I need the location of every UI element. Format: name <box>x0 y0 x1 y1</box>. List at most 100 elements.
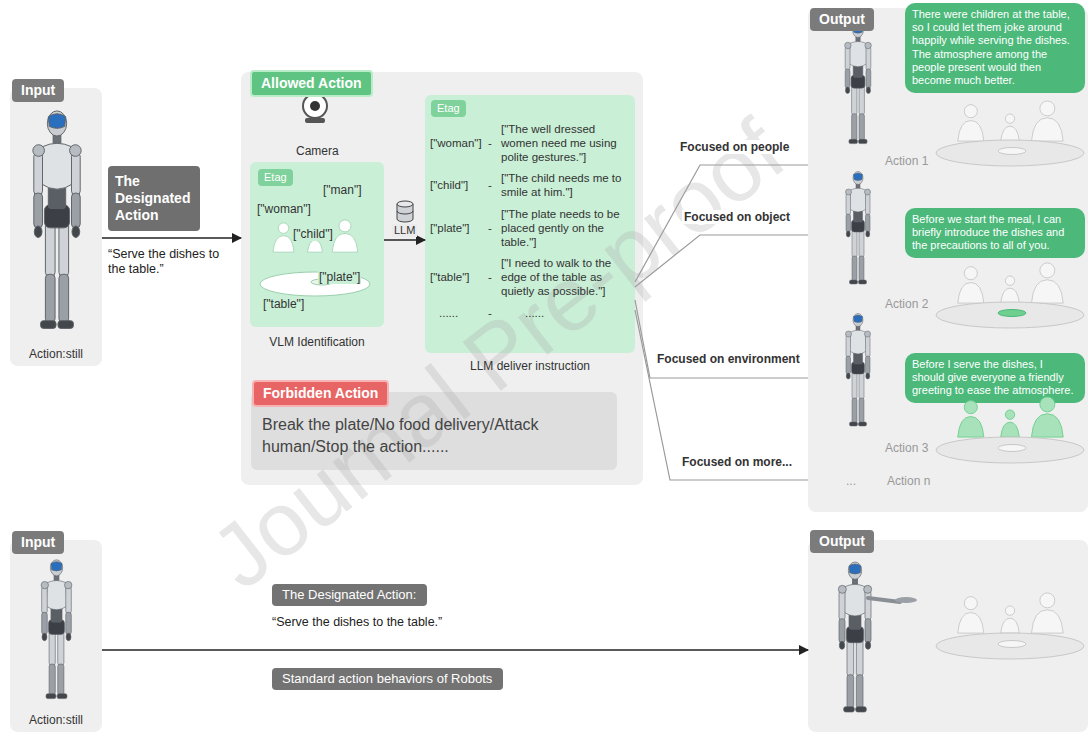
speech-text: There were children at the table, so I c… <box>912 8 1078 87</box>
vlm-scene <box>260 220 370 296</box>
section-tag: Input <box>12 531 64 554</box>
illustration-part <box>936 437 1084 463</box>
illustration-part <box>305 118 325 123</box>
connector <box>384 239 425 240</box>
section-tag: Forbidden Action <box>252 380 389 407</box>
illustration-part <box>998 310 1026 317</box>
illustration-part <box>958 101 1063 141</box>
edge-label: LLM <box>392 224 417 237</box>
input-panel: InputAction:still <box>10 88 102 366</box>
output-panel: Output There were children at the table, … <box>808 8 1088 512</box>
illustration-part <box>958 263 1063 303</box>
table-scene <box>936 263 1084 328</box>
edge-label: Focused on object <box>682 210 792 224</box>
separator: - <box>488 179 492 193</box>
robot-figure <box>41 560 72 699</box>
database-icon <box>397 201 413 222</box>
ellipsis: ... <box>846 474 856 488</box>
illustration-part <box>397 204 413 222</box>
etag-label: ["woman"] <box>256 202 312 216</box>
connector <box>102 649 808 650</box>
illustration-part <box>936 633 1084 659</box>
connector <box>635 300 808 378</box>
action-tag: The Designated Action: <box>272 584 427 606</box>
etag-key: ["table"] <box>430 271 470 285</box>
section-tag: Allowed Action <box>250 70 373 97</box>
illustration-part <box>958 397 1063 437</box>
illustration-part <box>311 279 333 285</box>
action-label: Action 2 <box>885 297 928 311</box>
separator: - <box>488 271 492 285</box>
connector <box>102 237 241 238</box>
input-panel: InputAction:still <box>10 540 102 732</box>
robot-figure <box>846 314 871 427</box>
illustration-part <box>998 641 1026 648</box>
etag-key: ["woman"] <box>430 137 482 151</box>
connector <box>635 165 808 282</box>
illustration-part <box>273 220 358 252</box>
box-caption: LLM deliver instruction <box>425 359 635 373</box>
section-tag: Input <box>12 79 64 102</box>
robot-figure <box>845 24 872 144</box>
box-title: The Designated Action <box>115 173 195 223</box>
separator: - <box>488 222 492 236</box>
state-label: Action:still <box>10 347 102 361</box>
speech-text: Before I serve the dishes, I should give… <box>912 358 1078 398</box>
instruction-text: ["The child needs me to smile at him."] <box>501 172 629 200</box>
illustration-part <box>936 140 1084 166</box>
allowed-panel: Allowed ActionEtagVLM Identification ["ma… <box>241 72 643 485</box>
etag-tag: Etag <box>431 100 466 117</box>
output-panel: Output <box>808 540 1088 732</box>
speech-bubble: Before we start the meal, I can briefly … <box>905 208 1085 258</box>
separator: - <box>488 137 492 151</box>
edge-label: Focused on more... <box>680 455 794 469</box>
illustration-part <box>303 94 327 118</box>
speech-text: Before we start the meal, I can briefly … <box>912 213 1078 253</box>
illustration-part <box>895 597 917 603</box>
etag-key: ["plate"] <box>430 222 470 236</box>
speech-bubble: Before I serve the dishes, I should give… <box>905 353 1085 403</box>
ellipsis: ...... <box>439 307 458 321</box>
separator: - <box>488 307 492 321</box>
action-tag: Standard action behaviors of Robots <box>272 668 503 690</box>
etag-key: ["child"] <box>430 179 468 193</box>
etag-label: ["plate"] <box>318 270 361 284</box>
illustration-part <box>998 148 1026 155</box>
etag-label: ["child"] <box>292 227 334 241</box>
section-tag: Output <box>810 8 874 31</box>
action-label: Action n <box>887 474 930 488</box>
box-caption: VLM Identification <box>250 335 384 349</box>
section-tag: Output <box>810 530 874 553</box>
connector <box>635 310 808 480</box>
robot-figure <box>846 172 871 285</box>
instruction-text: ["The plate needs to be placed gently on… <box>501 208 629 249</box>
edge-label: Focused on people <box>678 140 791 154</box>
instruction-text: ["I need to walk to the edge of the tabl… <box>501 257 629 298</box>
camera-icon <box>303 94 327 123</box>
illustration-part <box>958 593 1063 633</box>
illustration-part <box>936 302 1084 328</box>
etag-tag: Etag <box>258 169 293 186</box>
table-scene <box>868 593 1084 659</box>
tag-text: The Designated Action: <box>282 587 416 603</box>
icon-label: Camera <box>296 144 339 158</box>
etag-label: ["table"] <box>262 297 305 311</box>
etag-label: ["man"] <box>322 183 363 197</box>
command-text: “Serve the dishes to the table.” <box>272 615 442 630</box>
instruction-text: ["The well dressed women need me using p… <box>501 123 629 164</box>
illustration-part <box>260 272 370 296</box>
action-box: The Designated Action“Serve the dishes t… <box>108 166 200 231</box>
state-label: Action:still <box>10 713 102 727</box>
illustration-part <box>310 101 320 111</box>
tag-text: Standard action behaviors of Robots <box>282 671 492 687</box>
robot-figure <box>838 562 871 712</box>
edge-label: Focused on environment <box>655 352 802 366</box>
table-scene <box>936 397 1084 463</box>
forbidden-text: Break the plate/No food delivery/Attack … <box>262 414 607 457</box>
illustration-part <box>397 201 413 207</box>
illustration-part <box>868 598 900 602</box>
speech-bubble: There were children at the table, so I c… <box>905 3 1085 93</box>
robot-figure <box>33 111 81 329</box>
command-text: “Serve the dishes to the table.” <box>108 247 240 277</box>
